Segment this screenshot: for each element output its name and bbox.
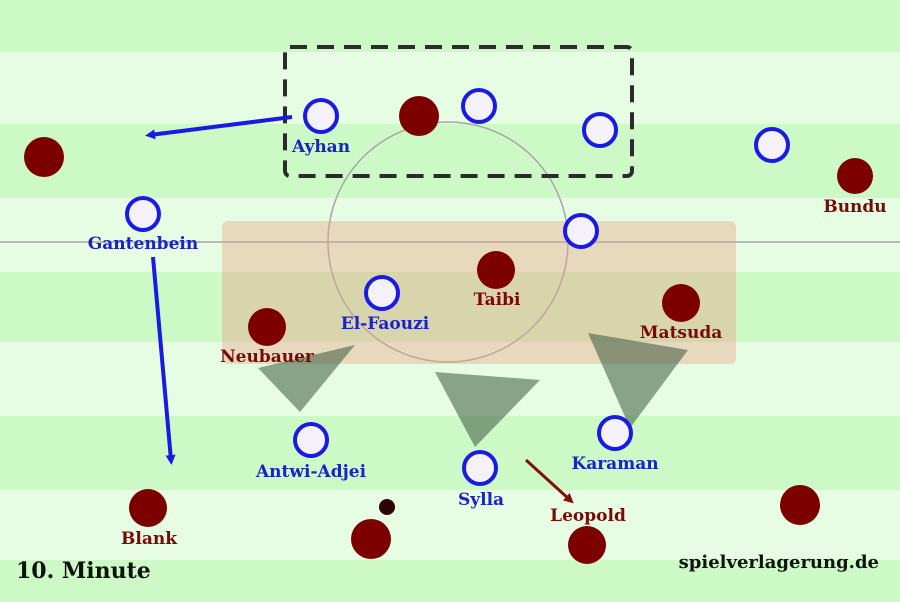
red-player-marker	[662, 284, 700, 322]
red-player-marker	[351, 519, 391, 559]
blue-player-marker	[303, 98, 339, 134]
blue-team	[125, 88, 790, 486]
blue-player-marker	[293, 422, 329, 458]
blue-player-marker	[461, 88, 497, 124]
dashed-zone	[283, 45, 634, 178]
player-label-antwi-adjei: Antwi-Adjei	[255, 462, 367, 482]
red-team	[24, 96, 873, 564]
highlight-zone	[222, 221, 736, 364]
watermark: spielverlagerung.de	[679, 552, 879, 573]
cover-shadow-center	[435, 372, 540, 447]
blue-player-marker	[364, 275, 400, 311]
red-player-marker	[248, 308, 286, 346]
arrow-gantenbein-run	[151, 256, 176, 465]
player-label-taibi: Taibi	[474, 290, 521, 310]
player-label-gantenbein: Gantenbein	[88, 234, 198, 254]
player-label-ayhan: Ayhan	[291, 137, 350, 157]
arrow-ayhan-run	[145, 115, 293, 140]
red-player-marker	[24, 137, 64, 177]
cover-shadow-right	[588, 333, 688, 428]
blue-player-marker	[563, 213, 599, 249]
player-label-sylla: Sylla	[458, 490, 504, 510]
blue-labels: Ayhan Gantenbein El-Faouzi Antwi-Adjei S…	[88, 137, 659, 510]
blue-player-marker	[582, 112, 618, 148]
player-label-leopold: Leopold	[550, 506, 626, 526]
red-player-marker	[399, 96, 439, 136]
ball	[379, 499, 395, 515]
player-label-neubauer: Neubauer	[220, 347, 315, 367]
red-player-marker	[477, 251, 515, 289]
cover-shadows	[258, 333, 688, 447]
blue-player-marker	[597, 415, 633, 451]
red-player-marker	[837, 158, 873, 194]
player-label-bundu: Bundu	[823, 197, 886, 217]
minute-caption: 10. Minute	[16, 558, 151, 584]
red-player-marker	[780, 485, 820, 525]
arrow-leopold-run	[524, 458, 574, 504]
red-player-marker	[129, 489, 167, 527]
player-label-blank: Blank	[121, 529, 178, 549]
red-player-marker	[568, 526, 606, 564]
blue-player-marker	[125, 196, 161, 232]
red-labels: Bundu Taibi Matsuda Neubauer Blank Leopo…	[121, 197, 887, 549]
cover-shadow-left	[258, 345, 355, 412]
blue-player-marker	[462, 450, 498, 486]
player-label-matsuda: Matsuda	[640, 323, 723, 343]
player-label-karaman: Karaman	[571, 454, 658, 474]
blue-player-marker	[754, 127, 790, 163]
player-label-el-faouzi: El-Faouzi	[341, 314, 430, 334]
